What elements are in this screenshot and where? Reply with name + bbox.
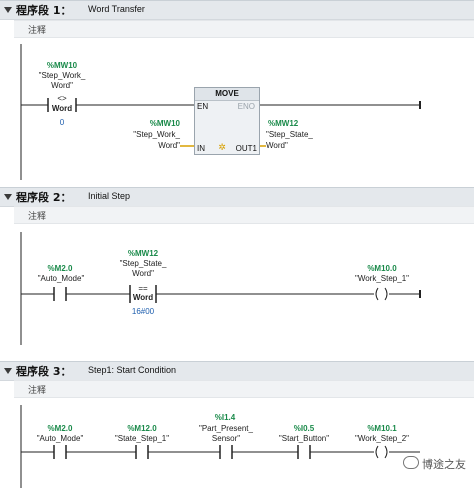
work-step-1-address: %M10.0 xyxy=(367,264,397,273)
move-out-address: %MW12 xyxy=(268,119,299,128)
collapse-arrow-icon[interactable] xyxy=(4,368,12,374)
part-present-tag-line1: "Part_Present_ xyxy=(199,424,253,433)
move-out-tag-line2: Word" xyxy=(266,141,288,150)
contact-1-value: 0 xyxy=(59,118,65,127)
sparkle-icon: ✲ xyxy=(218,142,226,152)
move-in-tag-line1: "Step_Work_ xyxy=(133,130,180,139)
network-1-header[interactable]: 程序段 1： Word Transfer xyxy=(0,0,474,20)
move-out-tag-line1: "Step_State_ xyxy=(266,130,313,139)
part-present-address: %I1.4 xyxy=(214,413,236,422)
start-button-tag: "Start_Button" xyxy=(278,434,330,443)
work-step-2-address: %M10.1 xyxy=(367,424,397,433)
auto-mode-address: %M2.0 xyxy=(47,264,73,273)
state-step-1-tag: "State_Step_1" xyxy=(114,434,170,443)
compare-tag-line2: Word" xyxy=(132,269,154,278)
watermark-text: 博途之友 xyxy=(422,459,466,471)
network-3-title[interactable]: Step1: Start Condition xyxy=(88,365,177,375)
network-2-label: 程序段 2： xyxy=(16,191,72,204)
compare-address: %MW12 xyxy=(127,249,159,258)
comment-label: 注释 xyxy=(28,212,47,222)
move-in-tag-line2: Word" xyxy=(158,141,180,150)
wechat-icon xyxy=(403,456,419,469)
move-in-address: %MW10 xyxy=(149,119,180,128)
network-1-comment[interactable]: 注释 xyxy=(14,20,474,38)
watermark: 博途之友 xyxy=(403,456,466,472)
move-eno-pin: ENO xyxy=(237,102,255,111)
state-step-1-address: %M12.0 xyxy=(127,424,157,433)
collapse-arrow-icon[interactable] xyxy=(4,194,12,200)
contact-1-tag-line1: "Step_Work_ xyxy=(38,71,86,80)
network-3-label: 程序段 3： xyxy=(16,365,72,378)
part-present-tag-line2: Sensor" xyxy=(211,434,241,443)
compare-op: == xyxy=(138,284,148,293)
compare-type: Word xyxy=(132,293,154,302)
move-block[interactable]: MOVE EN ENO IN OUT1 ✲ xyxy=(194,87,260,155)
compare-value: 16#00 xyxy=(131,307,155,316)
work-step-1-tag: "Work_Step_1" xyxy=(354,274,409,283)
contact-1-tag-line2: Word" xyxy=(51,81,73,90)
network-2-comment[interactable]: 注释 xyxy=(14,206,474,224)
work-step-2-tag: "Work_Step_2" xyxy=(354,434,409,443)
start-button-address: %I0.5 xyxy=(293,424,315,433)
network-1-label: 程序段 1： xyxy=(16,4,72,17)
comment-label: 注释 xyxy=(28,386,47,396)
move-out-pin: OUT1 xyxy=(235,144,257,153)
compare-tag-line1: "Step_State_ xyxy=(119,259,167,268)
auto-mode-tag: "Auto_Mode" xyxy=(37,274,85,283)
auto-mode-address: %M2.0 xyxy=(47,424,73,433)
network-2-header[interactable]: 程序段 2： Initial Step xyxy=(0,187,474,207)
move-block-title: MOVE xyxy=(195,88,259,101)
network-3-comment[interactable]: 注释 xyxy=(14,380,474,398)
contact-1-address: %MW10 xyxy=(46,61,78,70)
contact-1-compare-op: <> xyxy=(57,94,67,103)
auto-mode-tag: "Auto_Mode" xyxy=(36,434,84,443)
move-in-pin: IN xyxy=(197,144,205,153)
comment-label: 注释 xyxy=(28,26,47,36)
collapse-arrow-icon[interactable] xyxy=(4,7,12,13)
network-2-title[interactable]: Initial Step xyxy=(88,191,131,201)
move-en-pin: EN xyxy=(197,102,209,111)
contact-1-compare-type: Word xyxy=(51,104,73,113)
network-1-title[interactable]: Word Transfer xyxy=(88,4,145,14)
network-3-header[interactable]: 程序段 3： Step1: Start Condition xyxy=(0,361,474,381)
